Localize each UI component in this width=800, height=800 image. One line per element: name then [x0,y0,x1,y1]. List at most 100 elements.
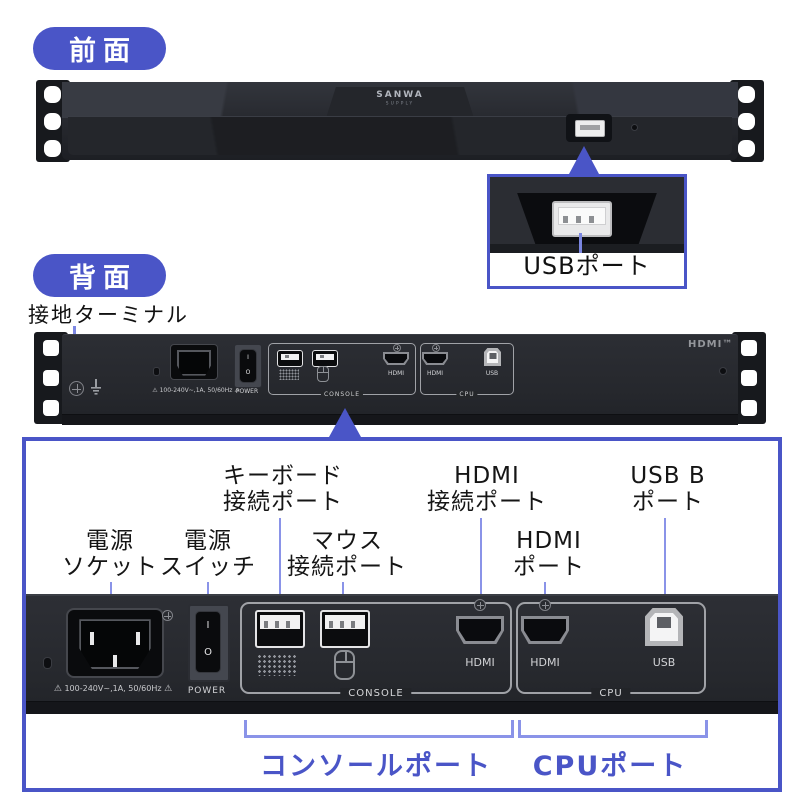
power-rocker-large: I O [195,611,221,673]
rack-hole-icon [741,370,757,386]
rating-value: 100-240V~,1A, 50/60Hz [64,684,162,693]
callout-text: 電源 [86,528,134,554]
cpu-port-label: CPUポート [532,751,688,782]
keyboard-usb-port-large [255,610,305,648]
hdmi-label-small: HDMI [426,370,444,377]
hdmi-logo: HDMI™ [688,339,734,350]
front-indicator-dot [632,125,637,130]
front-drawer-face [68,116,732,155]
console-group-label: CONSOLE [320,391,364,398]
screw-icon [474,599,486,611]
usb-label-large: USB [652,656,676,669]
callout-text: 接続ポート [223,489,343,515]
switch-on-mark: I [247,354,249,361]
ground-terminal-label: 接地ターミナル [28,303,189,327]
rack-hole-icon [43,400,59,416]
callout-text: USB B [630,463,706,489]
cpu-group-small: CPU [420,343,514,398]
ground-symbol-icon [91,379,101,395]
front-usb-port [575,120,605,137]
rack-hole-icon [738,140,755,157]
callout-power-switch: 電源 スイッチ [160,528,256,580]
rack-hole-icon [738,113,755,130]
callout-usb-b-port: USB B ポート [630,463,705,515]
rack-hole-icon [44,86,61,103]
callout-text: 電源 [184,528,232,554]
cpu-hdmi-port-small [422,352,448,365]
power-label-large: POWER [187,686,227,696]
warning-icon: ⚠ [53,684,62,694]
ground-screw-icon [69,381,84,396]
rating-text-large: ⚠ 100-240V~,1A, 50/60Hz ⚠ [54,684,172,694]
switch-off-mark: O [245,369,251,376]
power-rocker-small: I O [239,349,257,383]
console-group-large: CONSOLE [240,602,512,699]
keyhole-icon [44,658,51,668]
back-chassis-bottom-edge [62,414,738,425]
callout-text: キーボード [223,463,343,489]
usb-slot-icon [580,125,600,130]
back-badge: 背面 [33,254,166,297]
mouse-usb-port-large [320,610,370,648]
callout-line-keyboard [279,518,281,630]
cpu-bracket [518,720,708,738]
callout-power-socket: 電源 ソケット [62,528,158,580]
console-group-label: CONSOLE [340,688,412,699]
rating-text-small: ⚠ 100-240V~,1A, 50/60Hz ⚠ [152,387,239,394]
keyboard-usb-port-small [277,350,303,367]
mouse-usb-port-small [312,350,338,367]
switch-off-mark: O [204,647,212,658]
socket-pin [136,632,140,645]
warning-icon: ⚠ [164,684,173,694]
console-bracket [244,720,514,738]
callout-mouse-port: マウス 接続ポート [287,528,407,580]
callout-text: HDMI [454,463,520,489]
console-hdmi-port-small [383,352,409,365]
callout-line-usb-b [664,518,666,626]
cpu-group-label: CPU [456,391,478,398]
usb-b-port-small [484,348,501,366]
cpu-group-label: CPU [591,688,631,699]
callout-hdmi-connect-port: HDMI 接続ポート [427,463,547,515]
warning-icon: ⚠ [234,387,240,394]
usb-b-port-large [645,608,683,646]
screw-icon [539,599,551,611]
panel-edge-shape [490,244,684,253]
callout-text: 接続ポート [427,489,547,515]
rack-hole-icon [741,400,757,416]
callout-text: HDMI [516,528,582,554]
callout-hdmi-port: HDMI ポート [513,528,585,580]
callout-text: 接続ポート [287,554,407,580]
callout-text: ソケット [62,554,158,580]
power-socket-large [66,608,164,678]
power-socket-small [170,344,218,380]
usb-inset-label: USBポート [523,252,651,280]
console-hdmi-port-large [456,616,504,644]
console-group-small: CONSOLE [268,343,416,398]
usb-inset-box: USBポート [487,174,687,289]
front-chassis: SANWA SUPPLY [62,82,738,160]
cpu-group-large: CPU [516,602,706,699]
rack-hole-icon [44,140,61,157]
callout-keyboard-port: キーボード 接続ポート [223,463,343,515]
keyhole-icon [154,368,159,375]
rack-hole-icon [738,86,755,103]
front-logo-plate [325,86,475,120]
mouse-icon [317,366,329,382]
usb-label-small: USB [485,370,499,377]
callout-text: スイッチ [160,554,256,580]
cpu-hdmi-port-large [521,616,569,644]
screw-icon [162,610,173,621]
back-panel-hole [720,368,726,374]
brand-logo-line2: SUPPLY [385,101,415,107]
keyboard-icon [279,369,299,380]
mouse-icon [334,650,355,680]
front-badge: 前面 [33,27,166,70]
rating-value: 100-240V~,1A, 50/60Hz [159,387,233,394]
brand-logo: SANWA SUPPLY [376,91,423,107]
callout-text: ポート [513,554,585,580]
screw-icon [393,344,401,352]
hdmi-label-large: HDMI [465,656,495,669]
screw-icon [432,344,440,352]
